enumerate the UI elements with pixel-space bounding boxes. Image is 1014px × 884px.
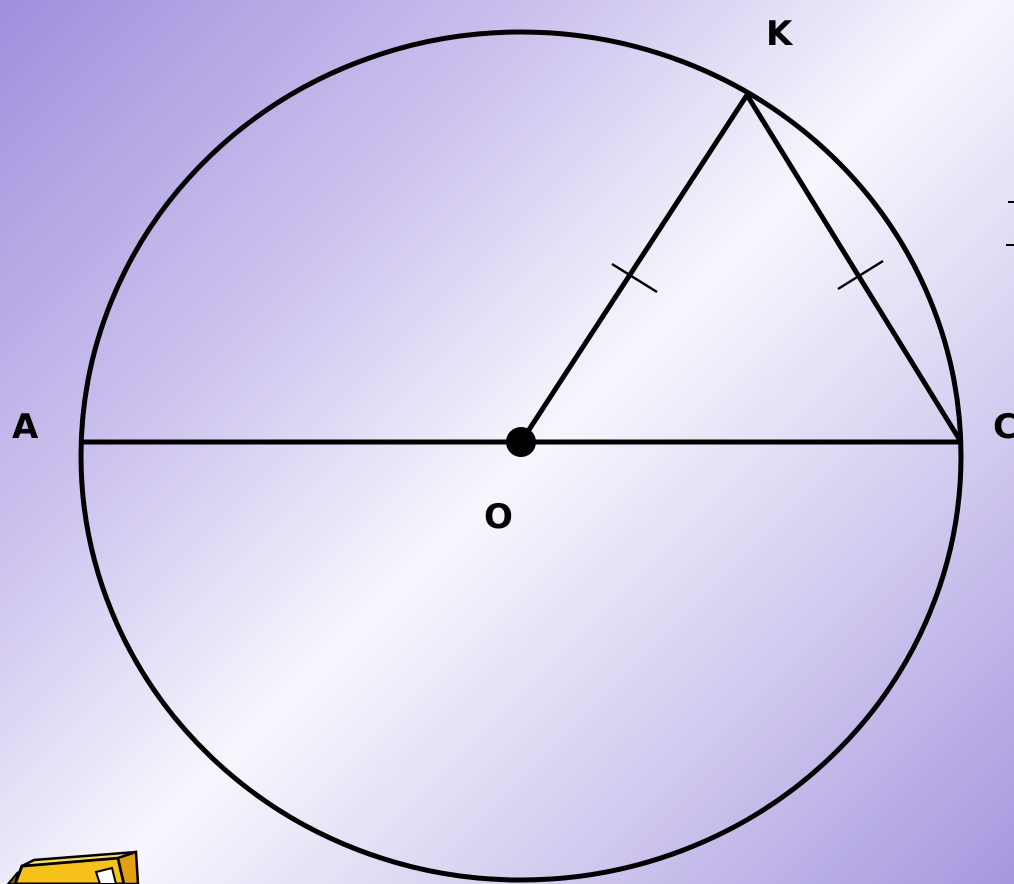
- segment-KC: [744, 93, 964, 444]
- circle: [78, 29, 964, 883]
- center-point-O: [506, 427, 536, 457]
- label-C: C: [993, 407, 1014, 447]
- segment-OK: [518, 93, 750, 444]
- label-A: A: [12, 407, 39, 447]
- label-O: O: [484, 497, 513, 537]
- tick-mark-KC: [837, 259, 884, 291]
- tick-mark-OK: [611, 262, 658, 294]
- pencil-icon: [6, 850, 140, 884]
- label-K: K: [766, 14, 794, 54]
